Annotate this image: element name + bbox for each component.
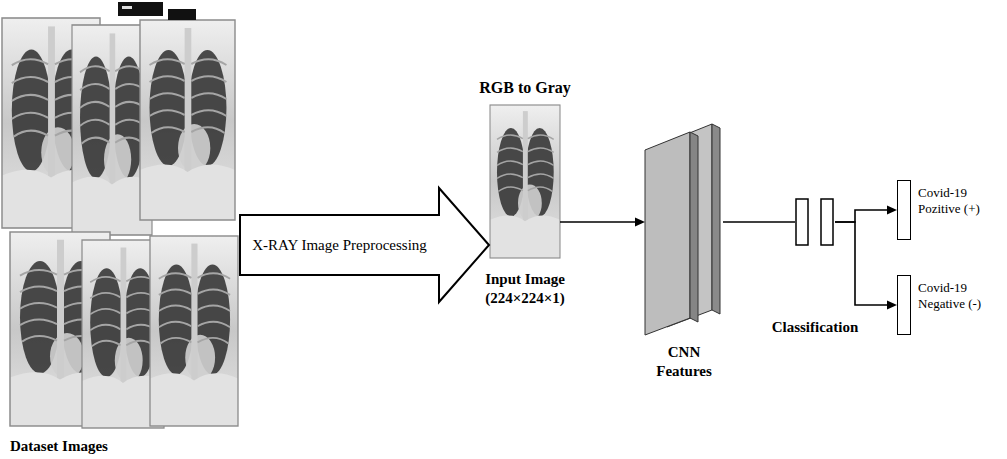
block-arrow — [240, 188, 489, 302]
edge-label: X-RAY Image Preprocessing — [252, 237, 427, 254]
input-xray — [490, 105, 560, 258]
arrowhead — [887, 206, 897, 215]
node-label: CNN Features — [644, 343, 724, 381]
connector — [835, 206, 897, 223]
cnn-slabs — [645, 124, 720, 335]
arrowhead — [887, 301, 897, 310]
node-label: Input Image (224×224×1) — [455, 270, 595, 308]
cnn-features: CNN Features — [645, 125, 723, 335]
dataset-images: Dataset Images — [0, 0, 240, 430]
dense-layers — [796, 199, 833, 245]
node-label: Classification — [760, 318, 870, 337]
connector-line — [560, 221, 635, 223]
node-label: Covid-19 Pozitive (+) — [918, 185, 1002, 218]
connector — [560, 218, 645, 227]
arrowhead — [635, 218, 645, 227]
connector — [240, 188, 489, 302]
connector — [835, 222, 897, 310]
edge-label-box: X-RAY Image Preprocessing — [242, 217, 437, 273]
node-label: Dataset Images — [10, 437, 108, 456]
dataset-stack — [2, 2, 238, 428]
classification-block: Classification — [795, 198, 835, 246]
node-label: Covid-19 Negative (-) — [918, 280, 1002, 313]
connector-line — [835, 222, 887, 305]
connector-line — [723, 221, 795, 223]
output-bar: Covid-19 Negative (-) — [897, 275, 911, 335]
input-image: RGB to GrayInput Image (224×224×1) — [490, 105, 560, 258]
output-bar: Covid-19 Pozitive (+) — [897, 180, 911, 240]
node-label: RGB to Gray — [460, 78, 590, 98]
connector-line — [835, 210, 887, 222]
connector — [723, 222, 795, 223]
